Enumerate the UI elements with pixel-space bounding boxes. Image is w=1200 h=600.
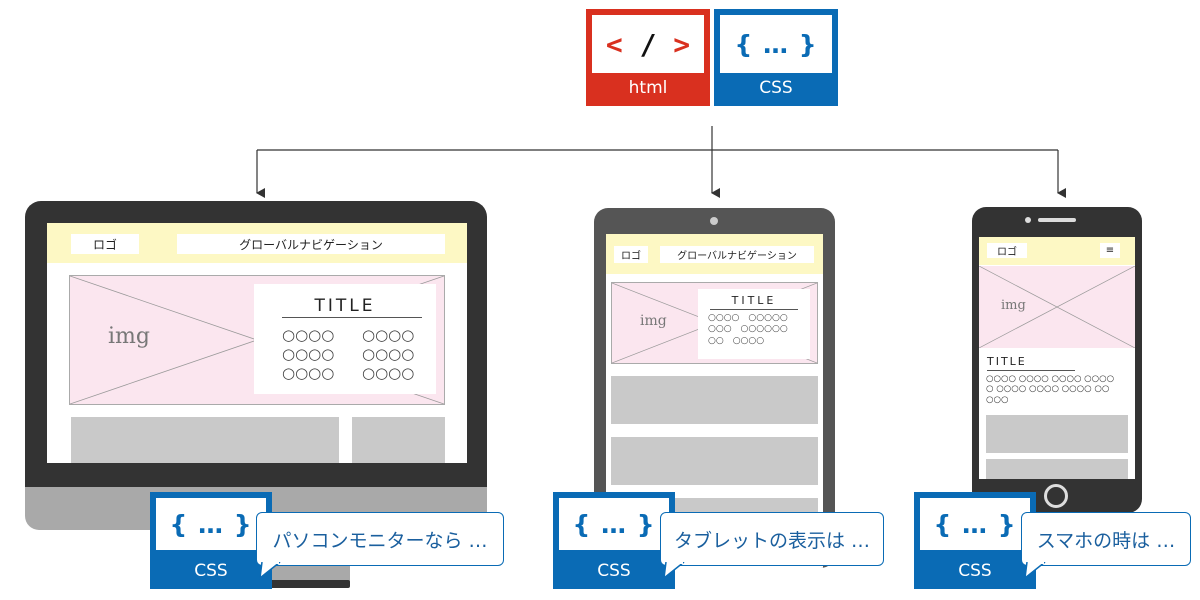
html-card-label: html [628,78,668,98]
tablet-css-card: { … } CSS [553,492,675,589]
phone-css-code-icon: { … } [933,509,1017,539]
monitor-stand-base [240,580,350,588]
desktop-content-block-side [352,417,445,463]
desktop-screen: ロゴ グローバルナビゲーション img TITLE ○○○○ ○○○○ ○○○○… [47,223,467,463]
desktop-css-card: { … } CSS [150,492,272,589]
phone-css-card: { … } CSS [914,492,1036,589]
tablet-title-rule [710,309,798,310]
phone-speech-bubble: スマホの時は … [1021,512,1191,566]
tablet-hero-title: TITLE [731,294,777,307]
phone-camera-icon [1025,217,1031,223]
phone-title: TITLE [987,355,1027,368]
desktop-hero-img-label: img [108,324,150,349]
tablet-hero-img-label: img [640,313,667,329]
phone-circles: ○○○○ ○○○○ ○○○○ ○○○○ ○ ○○○○ ○○○○ ○○○○ ○○ … [986,374,1115,405]
desktop-title-rule [282,317,422,318]
phone-home-button[interactable] [1044,484,1068,508]
desktop-css-code-icon: { … } [169,509,253,539]
html-card: < / > html [586,9,710,106]
desktop-css-code-panel: { … } [156,498,266,550]
desktop-hero-textbox: TITLE ○○○○ ○○○○ ○○○○ ○○○○ ○○○○ ○○○○ [254,284,436,394]
tablet-camera-icon [710,217,718,225]
phone-css-label: CSS [958,561,992,581]
tablet-hero: img TITLE ○○○○ ○○○○○ ○○○ ○○○○○○ ○○ ○○○○ [611,282,818,364]
desktop-speech-bubble: パソコンモニターなら … [256,512,504,566]
phone-logo[interactable]: ロゴ [987,243,1027,258]
desktop-bubble-tail [259,562,281,580]
phone-hero-cross [979,266,1135,348]
desktop-circles-right: ○○○○ ○○○○ ○○○○ [362,326,415,382]
tablet-css-label: CSS [597,561,631,581]
phone-content-block-1 [986,415,1128,453]
phone-title-rule [987,370,1075,371]
tablet-logo[interactable]: ロゴ [614,246,648,263]
phone-hero: img [979,266,1135,348]
tablet-global-nav[interactable]: グローバルナビゲーション [660,246,814,263]
tablet-content-block-1 [611,376,818,424]
phone-hero-img-label: img [1001,298,1026,313]
desktop-content-block-main [71,417,339,463]
css-card-label: CSS [759,78,793,98]
css-card-top: { … } CSS [714,9,838,106]
desktop-global-nav[interactable]: グローバルナビゲーション [177,234,445,254]
phone-bubble-tail [1024,562,1046,580]
phone-css-code-panel: { … } [920,498,1030,550]
html-code-icon: < / > [605,27,691,61]
tablet-css-code-icon: { … } [572,509,656,539]
desktop-monitor: ロゴ グローバルナビゲーション img TITLE ○○○○ ○○○○ ○○○○… [25,201,487,588]
tablet-speech-bubble: タブレットの表示は … [660,512,884,566]
tablet-hero-textbox: TITLE ○○○○ ○○○○○ ○○○ ○○○○○○ ○○ ○○○○ [698,289,810,359]
phone-speaker-icon [1038,218,1076,222]
css-code-icon: { … } [734,29,818,59]
desktop-logo[interactable]: ロゴ [71,234,139,254]
phone-screen: ロゴ ≡ img TITLE ○○○○ ○○○○ ○○○○ ○○○○ ○ ○○○… [979,237,1135,479]
css-card-code-panel: { … } [720,15,832,73]
desktop-hero: img TITLE ○○○○ ○○○○ ○○○○ ○○○○ ○○○○ ○○○○ [69,275,445,405]
tablet-circles: ○○○○ ○○○○○ ○○○ ○○○○○○ ○○ ○○○○ [708,313,788,346]
phone-menu-icon[interactable]: ≡ [1100,243,1120,258]
tablet-bubble-tail [663,562,685,580]
desktop-css-label: CSS [194,561,228,581]
phone-content-block-2 [986,459,1128,479]
tablet-content-block-2 [611,437,818,485]
desktop-circles-left: ○○○○ ○○○○ ○○○○ [282,326,335,382]
phone-device: ロゴ ≡ img TITLE ○○○○ ○○○○ ○○○○ ○○○○ ○ ○○○… [972,207,1142,513]
desktop-hero-title: TITLE [314,296,376,316]
tablet-css-code-panel: { … } [559,498,669,550]
html-card-code-panel: < / > [592,15,704,73]
